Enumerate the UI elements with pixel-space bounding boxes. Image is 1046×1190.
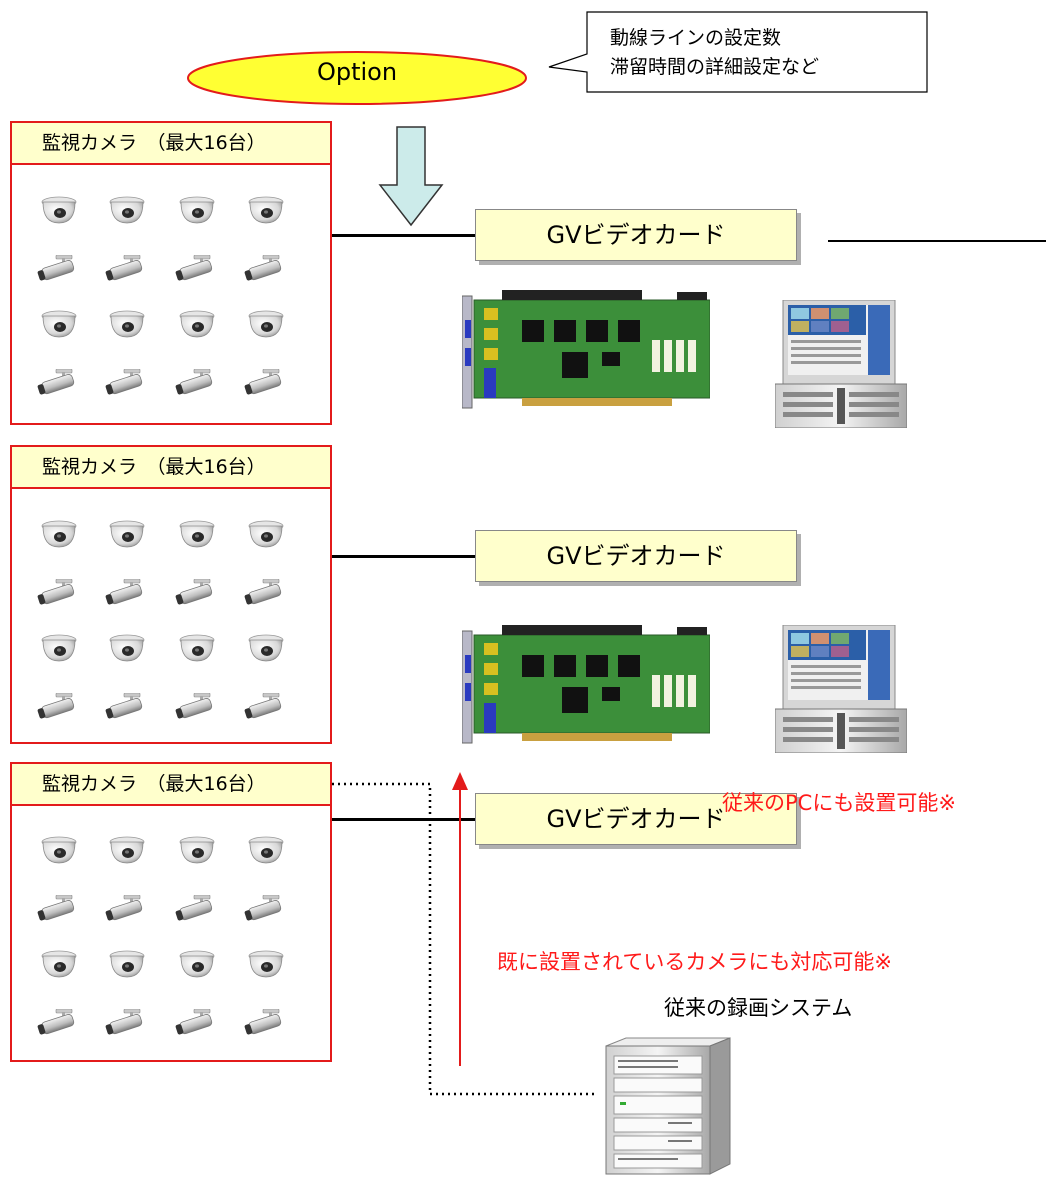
- option-label: Option: [316, 58, 398, 86]
- bullet-camera-icon: [243, 895, 287, 921]
- callout-text: 動線ラインの設定数 滞留時間の詳細設定など: [610, 24, 819, 82]
- bullet-camera-icon: [243, 693, 287, 719]
- camera-group-header-3: 監視カメラ （最大16台）: [10, 762, 332, 806]
- dome-camera-icon: [40, 949, 78, 979]
- bullet-camera-icon: [174, 895, 218, 921]
- callout-bubble: [548, 11, 928, 93]
- bullet-camera-icon: [36, 369, 80, 395]
- dome-camera-icon: [40, 519, 78, 549]
- dome-camera-icon: [178, 195, 216, 225]
- recorder-server-image: [605, 1037, 731, 1175]
- bullet-camera-icon: [243, 579, 287, 605]
- bullet-camera-icon: [104, 579, 148, 605]
- dome-camera-icon: [108, 949, 146, 979]
- pc-monitor-image-1: [775, 300, 907, 428]
- bullet-camera-icon: [36, 255, 80, 281]
- video-capture-card-image-2: [462, 625, 710, 747]
- dome-camera-icon: [40, 195, 78, 225]
- bullet-camera-icon: [243, 1009, 287, 1035]
- option-badge: [187, 51, 527, 105]
- dome-camera-icon: [178, 835, 216, 865]
- bullet-camera-icon: [36, 693, 80, 719]
- camera-group-header-1: 監視カメラ （最大16台）: [10, 121, 332, 165]
- dome-camera-icon: [247, 519, 285, 549]
- bullet-camera-icon: [243, 369, 287, 395]
- connector-line-2: [332, 555, 476, 558]
- dome-camera-icon: [178, 633, 216, 663]
- existing-camera-note: 既に設置されているカメラにも対応可能※: [497, 950, 892, 974]
- video-capture-card-image-1: [462, 290, 710, 412]
- legacy-recorder-label: 従来の録画システム: [664, 996, 853, 1020]
- gv-video-card-box-1: GVビデオカード: [475, 209, 797, 261]
- dome-camera-icon: [108, 309, 146, 339]
- dome-camera-icon: [40, 309, 78, 339]
- bullet-camera-icon: [104, 369, 148, 395]
- bullet-camera-icon: [174, 255, 218, 281]
- down-arrow-icon: [378, 126, 444, 227]
- dome-camera-icon: [247, 949, 285, 979]
- dome-camera-icon: [178, 949, 216, 979]
- bullet-camera-icon: [104, 255, 148, 281]
- dome-camera-icon: [178, 309, 216, 339]
- callout-line-1: 動線ラインの設定数: [610, 27, 782, 49]
- legacy-connection-path: [332, 772, 598, 1096]
- dome-camera-icon: [247, 835, 285, 865]
- dome-camera-icon: [40, 633, 78, 663]
- dome-camera-icon: [40, 835, 78, 865]
- bullet-camera-icon: [174, 693, 218, 719]
- dome-camera-icon: [247, 195, 285, 225]
- bullet-camera-icon: [104, 693, 148, 719]
- bullet-camera-icon: [104, 895, 148, 921]
- bullet-camera-icon: [174, 369, 218, 395]
- dome-camera-icon: [247, 633, 285, 663]
- callout-line-2: 滞留時間の詳細設定など: [610, 56, 820, 78]
- dome-camera-icon: [178, 519, 216, 549]
- bullet-camera-icon: [104, 1009, 148, 1035]
- bullet-camera-icon: [174, 579, 218, 605]
- camera-group-header-2: 監視カメラ （最大16台）: [10, 445, 332, 489]
- bullet-camera-icon: [36, 579, 80, 605]
- bullet-camera-icon: [174, 1009, 218, 1035]
- gv-video-card-box-2: GVビデオカード: [475, 530, 797, 582]
- dome-camera-icon: [247, 309, 285, 339]
- dome-camera-icon: [108, 195, 146, 225]
- bullet-camera-icon: [36, 1009, 80, 1035]
- pc-monitor-image-2: [775, 625, 907, 753]
- gv-video-card-box-3: GVビデオカード: [475, 793, 797, 845]
- dome-camera-icon: [108, 633, 146, 663]
- connector-line-right: [828, 240, 1046, 242]
- connector-line-3: [332, 818, 476, 821]
- bullet-camera-icon: [243, 255, 287, 281]
- dome-camera-icon: [108, 519, 146, 549]
- dome-camera-icon: [108, 835, 146, 865]
- connector-line-1: [332, 234, 476, 237]
- pc-compatible-note: 従来のPCにも設置可能※: [722, 791, 956, 815]
- bullet-camera-icon: [36, 895, 80, 921]
